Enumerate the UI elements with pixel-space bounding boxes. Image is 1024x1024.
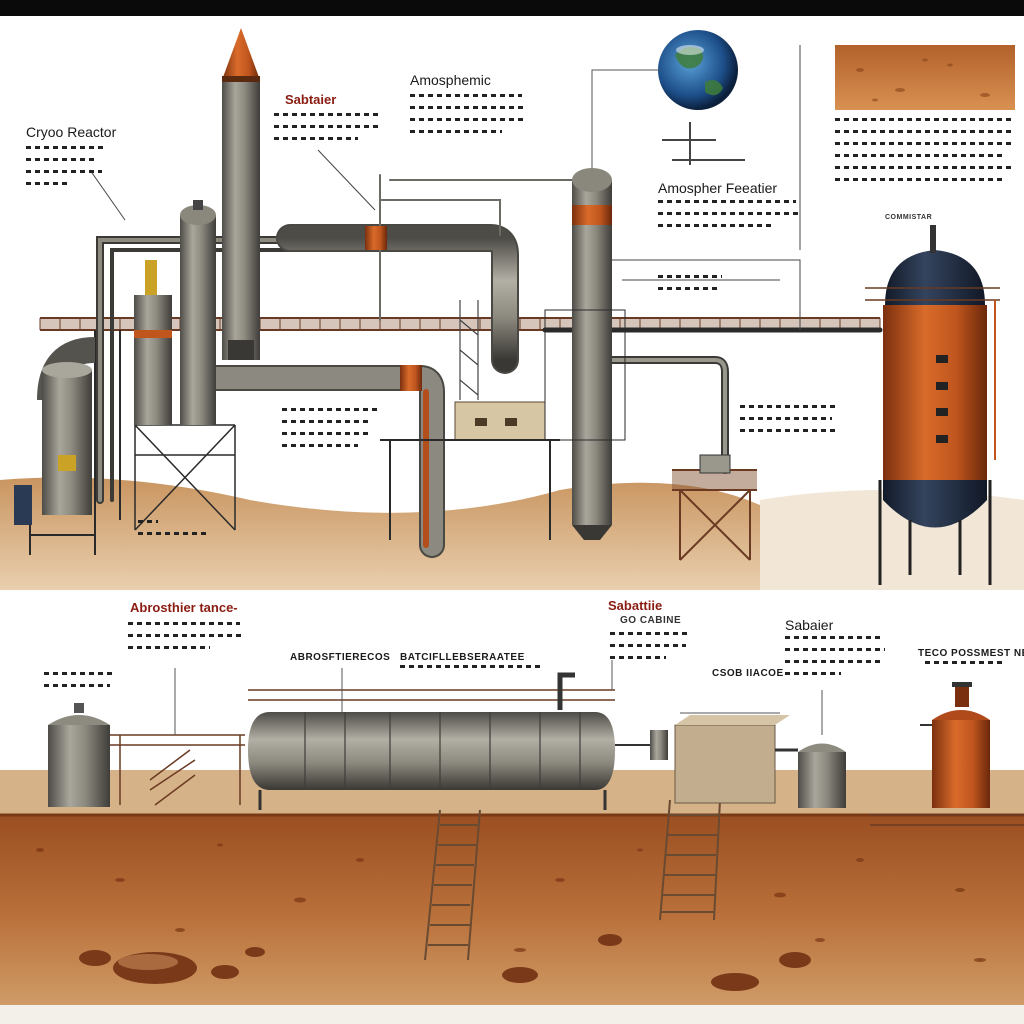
atmospheric-description (410, 94, 526, 142)
lower-left-platform (110, 734, 245, 806)
top-bar (0, 0, 1024, 16)
lower-leader-lines (174, 660, 823, 735)
lower-ground (0, 770, 1024, 1024)
mars-terrain-thumbnail (835, 45, 1015, 110)
atmosphere-feeder-notes (658, 275, 724, 299)
horizontal-storage-tank (248, 672, 615, 810)
left-cylinder-tank (14, 337, 96, 525)
box-caption: CSOB IIACOE (712, 668, 784, 679)
lower-staircases (424, 799, 721, 961)
earth-globe-icon (658, 30, 738, 110)
upper-leader-lines (89, 45, 801, 330)
tank-caption-underline (400, 665, 545, 677)
lower-left-tank (48, 703, 110, 807)
atmosphere-feeder-description (658, 200, 798, 236)
mars-terrain-description (835, 118, 1015, 190)
orange-pressure-tank (920, 682, 990, 808)
control-building (380, 300, 560, 540)
rocket-tower (222, 28, 260, 360)
sabatier-bottom-description (610, 632, 690, 668)
sabatier-top-description (274, 113, 384, 149)
orange-tank-caption: TECO POSSMEST NEGE (918, 648, 1024, 659)
atmospheric-title: Amosphemic (410, 72, 491, 88)
atmosphere-feeder-column (544, 168, 626, 540)
sabatier-right-title: Sabaier (785, 617, 834, 633)
cryo-reactor-column (134, 200, 216, 425)
pipe-collar (365, 226, 387, 250)
orange-tank-description (925, 661, 1005, 673)
orange-silo (865, 225, 1000, 585)
sabatier-right-description (785, 636, 885, 684)
atmosphere-feeder-title: Amospher Feeatier (658, 180, 778, 196)
cryo-reactor-description (26, 146, 104, 194)
sabatier-bottom-subtitle: GO CABINE (620, 615, 682, 626)
frame-description (138, 520, 210, 544)
small-platform (672, 454, 757, 561)
atmosphere-tank-title: Abrosthier tance- (130, 600, 238, 615)
tank-caption-b: BATCIFLLEBSERAATEE (400, 652, 525, 663)
sabatier-top-title: Sabtaier (285, 92, 337, 107)
cryo-reactor-title: Cryoo Reactor (26, 124, 117, 140)
right-walkway (870, 814, 1024, 826)
pipe-collar (400, 365, 422, 391)
atmosphere-tank-description (128, 622, 243, 658)
sabatier-bottom-title: Sabattiie (608, 598, 663, 613)
silo-tag: COMMISTAR (885, 214, 933, 221)
pipe-description (282, 408, 380, 456)
tank-caption-a: ABROSFTIERECOS (290, 652, 391, 663)
left-tank-description (44, 672, 116, 696)
small-valve (650, 730, 668, 760)
silo-description (740, 405, 838, 441)
lower-right-small-tank (775, 743, 846, 808)
process-box (674, 712, 790, 804)
